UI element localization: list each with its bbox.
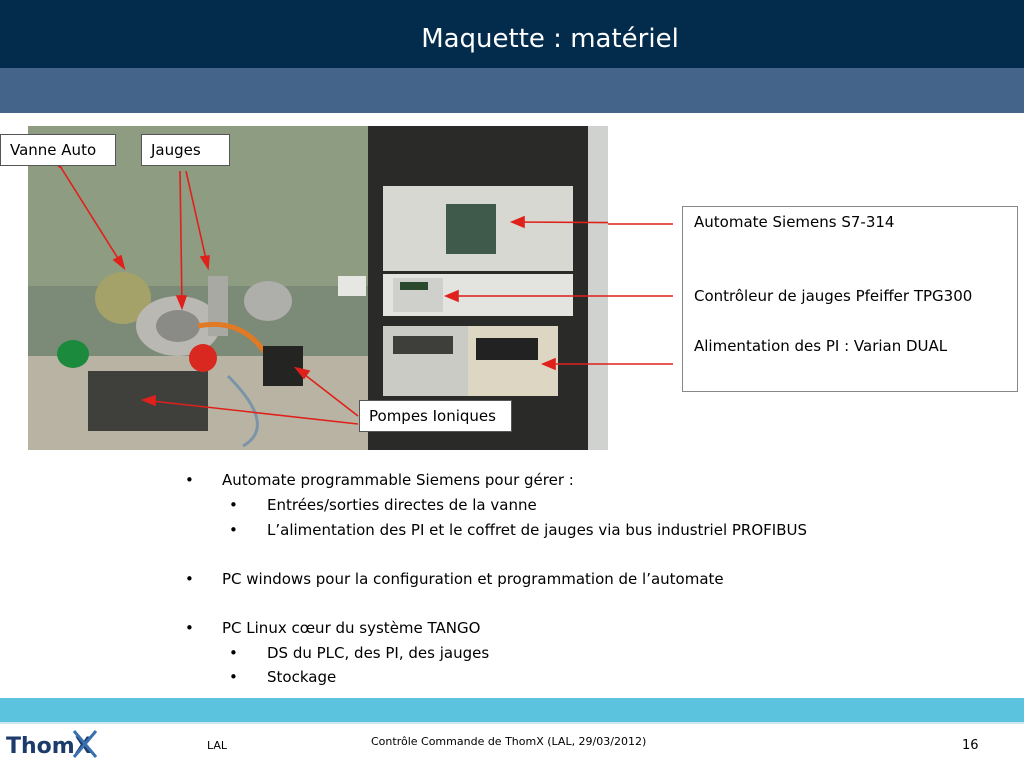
bullet-dot: • <box>185 619 194 637</box>
label-jauges: Jauges <box>141 134 230 166</box>
bullet-item: PC Linux cœur du système TANGO <box>222 619 481 637</box>
bullet-dot: • <box>229 521 238 539</box>
equipment-info-box: Automate Siemens S7-314 Contrôleur de ja… <box>682 206 1018 392</box>
info-alimentation: Alimentation des PI : Varian DUAL <box>694 337 948 355</box>
bullet-subitem: DS du PLC, des PI, des jauges <box>267 644 490 662</box>
bullet-subitem: L’alimentation des PI et le coffret de j… <box>267 521 808 539</box>
thomx-logo-icon: ThomX <box>6 730 98 759</box>
external-arrow-lines-left <box>57 166 63 169</box>
bullet-dot: • <box>185 471 194 489</box>
bullet-dot: • <box>229 496 238 514</box>
label-pompes-ioniques: Pompes Ioniques <box>359 400 512 432</box>
external-arrow-lines <box>608 223 673 365</box>
bullet-item: Automate programmable Siemens pour gérer… <box>222 471 574 489</box>
footer-center: Contrôle Commande de ThomX (LAL, 29/03/2… <box>371 735 647 748</box>
bullet-subitem: Stockage <box>267 668 337 686</box>
label-vanne-auto: Vanne Auto <box>0 134 116 166</box>
slide-title: Maquette : matériel <box>421 24 679 54</box>
bullet-dot: • <box>229 668 238 686</box>
equipment-photo <box>28 126 608 450</box>
info-controleur: Contrôleur de jauges Pfeiffer TPG300 <box>694 287 973 305</box>
footer-band <box>0 698 1024 722</box>
bullet-subitem: Entrées/sorties directes de la vanne <box>267 496 537 514</box>
page-number: 16 <box>962 738 979 753</box>
title-bar <box>0 0 1024 68</box>
bullet-item: PC windows pour la configuration et prog… <box>222 570 724 588</box>
bullet-dot: • <box>185 570 194 588</box>
annotation-arrows <box>59 165 608 425</box>
info-automate: Automate Siemens S7-314 <box>694 213 895 231</box>
footer-divider <box>0 722 1024 724</box>
subtitle-bar <box>0 68 1024 113</box>
bullet-dot: • <box>229 644 238 662</box>
footer-left: LAL <box>207 739 228 752</box>
